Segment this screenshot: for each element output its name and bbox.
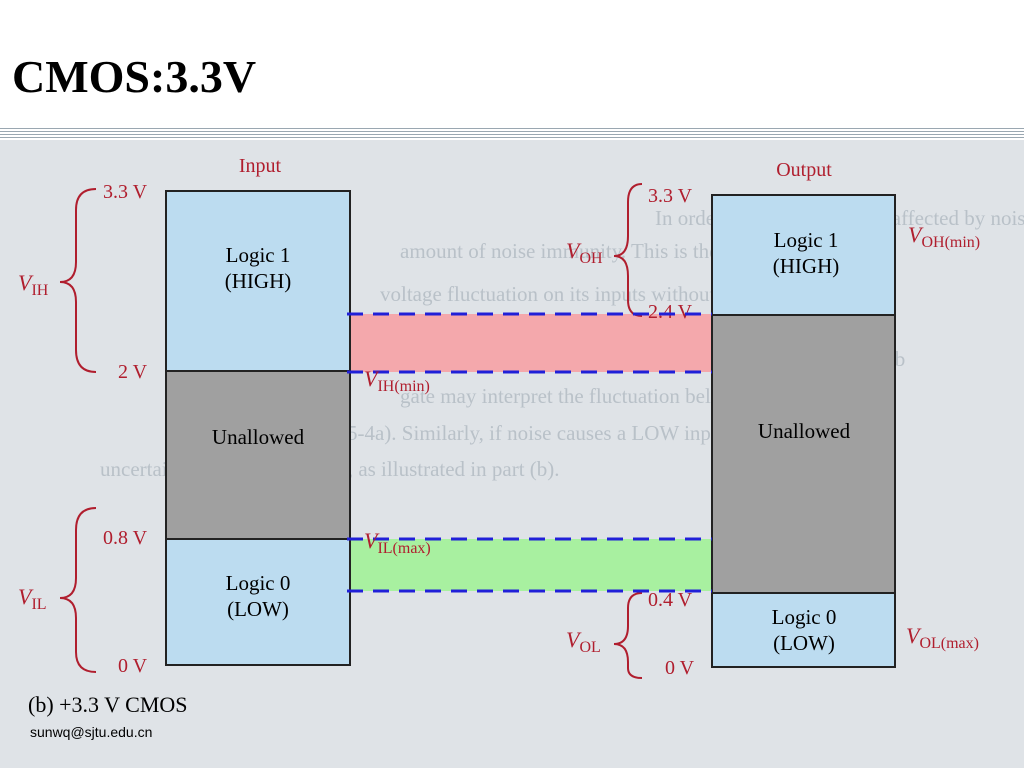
- vil-brace: [59, 507, 97, 673]
- footer-email: sunwq@sjtu.edu.cn: [30, 724, 153, 740]
- title-divider: [0, 128, 1024, 138]
- output-logic0-region: [711, 592, 896, 668]
- vol-label: VOL: [566, 627, 601, 656]
- low-noise-margin-band: [347, 539, 712, 591]
- output-tick-0v4: 0.4 V: [648, 589, 693, 611]
- input-tick-3v3: 3.3 V: [103, 181, 148, 203]
- slide-title: CMOS:3.3V: [12, 51, 257, 102]
- voh-brace: [613, 183, 643, 317]
- output-tick-0v: 0 V: [665, 657, 695, 679]
- voh-min-label: VOH(min): [908, 222, 980, 251]
- input-logic0-label: Logic 0: [226, 571, 291, 595]
- input-unallowed-region: [165, 370, 351, 540]
- input-logic0-sublabel: (LOW): [227, 597, 289, 621]
- vih-min-label: VIH(min): [364, 366, 430, 395]
- vil-max-label: VIL(max): [364, 528, 431, 557]
- vih-brace: [59, 188, 97, 373]
- vih-label: VIH: [18, 270, 49, 299]
- input-tick-0v: 0 V: [118, 655, 148, 677]
- input-unallowed-label: Unallowed: [212, 425, 305, 449]
- output-logic1-sublabel: (HIGH): [773, 254, 839, 278]
- output-logic1-label: Logic 1: [774, 228, 839, 252]
- threshold-lines: [347, 312, 712, 593]
- vol-max-label: VOL(max): [906, 623, 979, 652]
- input-tick-0v8: 0.8 V: [103, 527, 148, 549]
- input-logic1-sublabel: (HIGH): [225, 269, 291, 293]
- output-tick-3v3: 3.3 V: [648, 185, 693, 207]
- output-logic0-label: Logic 0: [772, 605, 837, 629]
- output-logic1-region: [711, 194, 896, 316]
- vil-label: VIL: [18, 584, 47, 613]
- voh-label: VOH: [566, 238, 603, 267]
- input-logic1-region: [165, 190, 351, 372]
- output-column: Output Logic 1 (HIGH) Unallowed Logic 0 …: [566, 159, 980, 679]
- input-logic0-region: [165, 538, 351, 666]
- output-unallowed-region: [711, 314, 896, 594]
- figure-caption: (b) +3.3 V CMOS: [28, 692, 188, 717]
- high-noise-margin-band: [347, 314, 712, 372]
- output-heading: Output: [776, 159, 832, 181]
- input-tick-2v: 2 V: [118, 361, 148, 383]
- input-column: Input Logic 1 (HIGH) Unallowed Logic 0 (…: [18, 155, 351, 677]
- output-unallowed-label: Unallowed: [758, 419, 851, 443]
- input-logic1-label: Logic 1: [226, 243, 291, 267]
- output-tick-2v4: 2.4 V: [648, 301, 693, 323]
- output-logic0-sublabel: (LOW): [773, 631, 835, 655]
- vol-brace: [613, 592, 643, 679]
- input-heading: Input: [239, 155, 282, 177]
